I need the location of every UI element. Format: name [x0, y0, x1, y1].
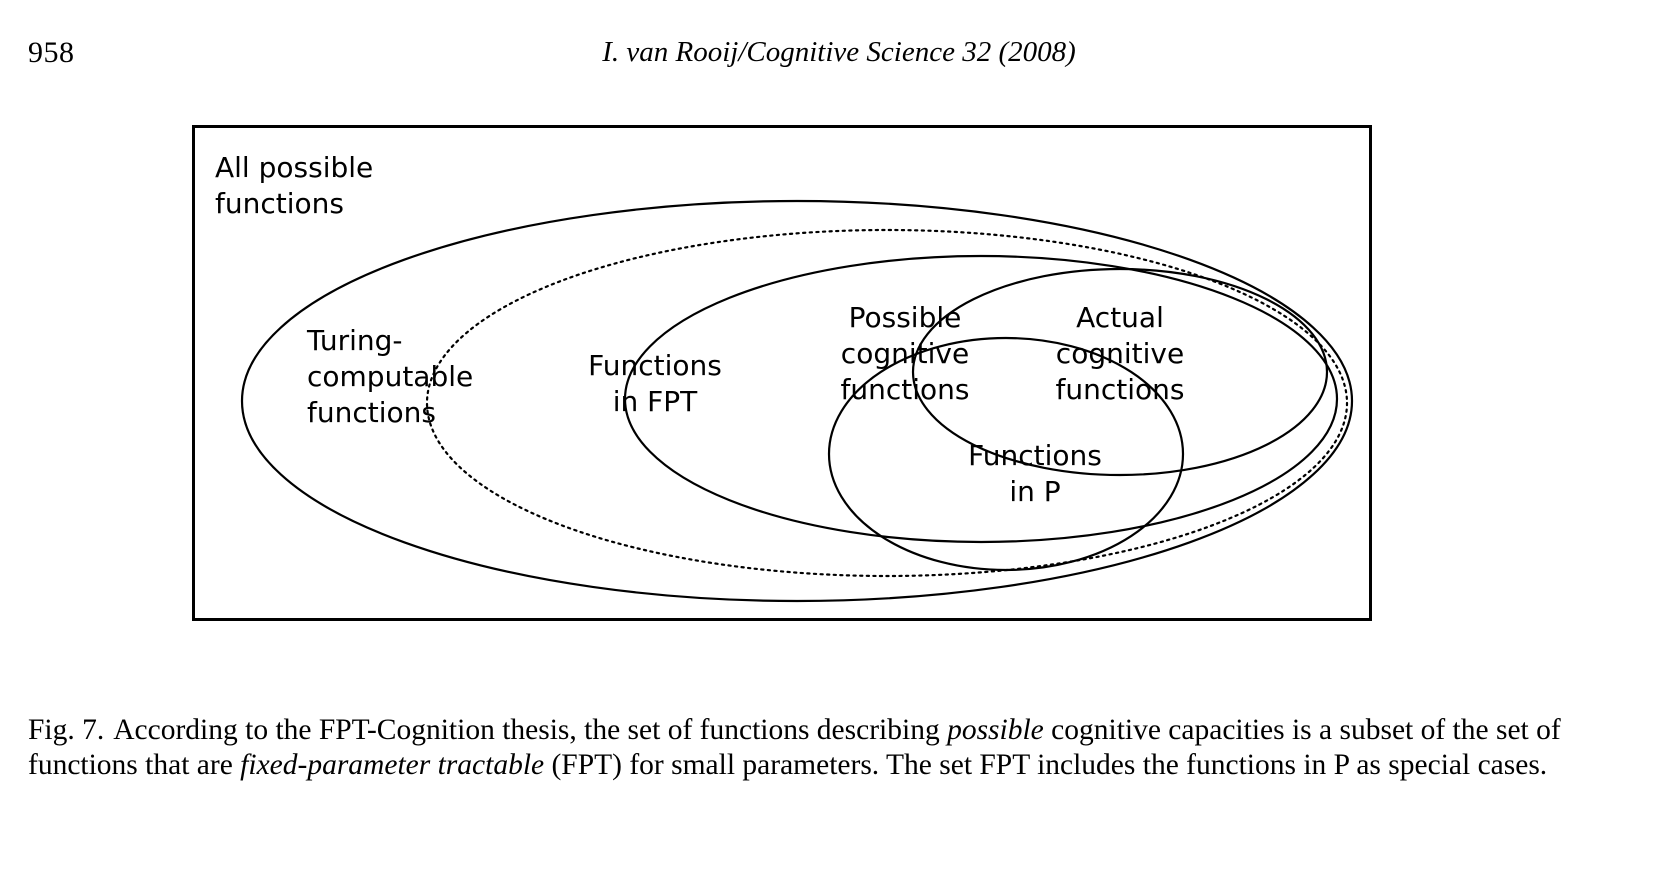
- ellipse-turing-computable-functions: [240, 199, 1354, 603]
- ellipse-actual-cognitive-functions: [911, 267, 1329, 477]
- figure-caption: Fig. 7.According to the FPT-Cognition th…: [28, 713, 1653, 783]
- caption-part2: cognitive capacities is a subset of the …: [28, 714, 1561, 781]
- ellipse-functions-in-p: [827, 336, 1185, 572]
- running-head: 958 I. van Rooij/Cognitive Science 32 (2…: [0, 36, 1678, 76]
- label-actual-cognitive-functions: Actual cognitive functions: [1055, 301, 1185, 406]
- label-functions-in-fpt: Functions in FPT: [588, 349, 722, 418]
- page-number: 958: [28, 36, 75, 69]
- caption-italic-fixed-parameter-tractable: fixed-parameter tractable: [240, 749, 545, 781]
- ellipse-functions-in-fpt: [425, 228, 1349, 578]
- label-functions-in-p: Functions in P: [968, 439, 1102, 508]
- journal-running-title: I. van Rooij/Cognitive Science 32 (2008): [602, 36, 1076, 68]
- figure-frame: All possible functions Turing- computabl…: [192, 125, 1372, 621]
- label-turing-computable-functions: Turing- computable functions: [307, 324, 474, 429]
- label-all-possible-functions: All possible functions: [215, 151, 374, 220]
- caption-label: Fig. 7.: [28, 714, 105, 746]
- ellipse-possible-cognitive-functions: [623, 254, 1339, 544]
- venn-diagram: [240, 199, 1354, 603]
- caption-part3: (FPT) for small parameters. The set FPT …: [544, 749, 1548, 781]
- label-possible-cognitive-functions: Possible cognitive functions: [840, 301, 970, 406]
- caption-italic-possible: possible: [947, 714, 1044, 746]
- caption-part1: According to the FPT-Cognition thesis, t…: [113, 714, 948, 746]
